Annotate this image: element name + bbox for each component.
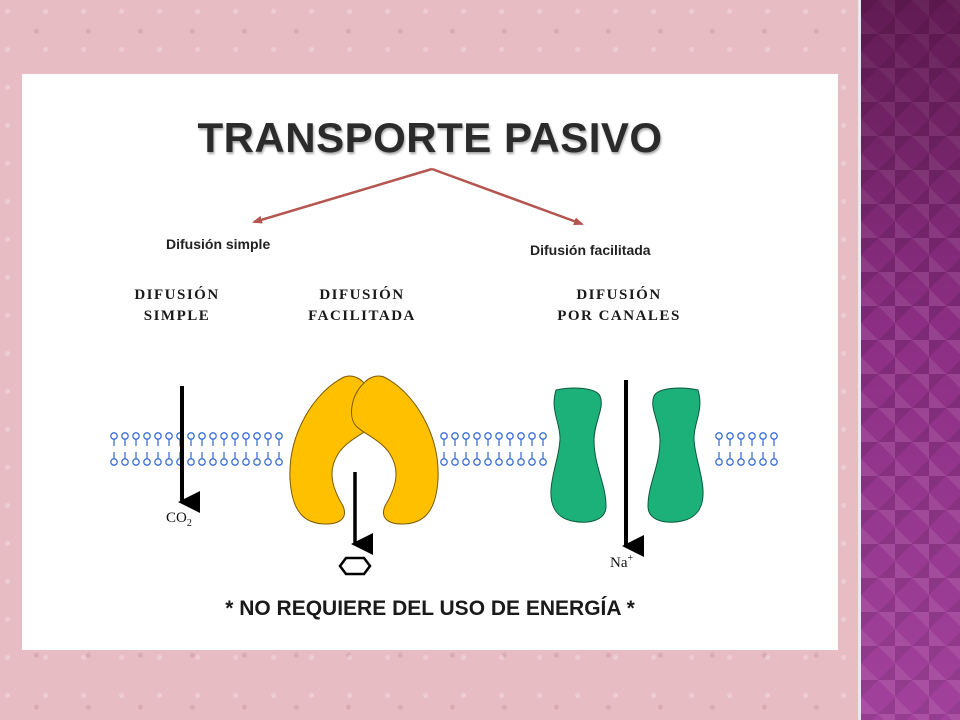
phospholipid	[154, 432, 162, 466]
phospholipid	[264, 432, 272, 466]
phospholipid	[110, 432, 118, 466]
phospholipid	[462, 432, 470, 466]
phospholipid	[528, 432, 536, 466]
channel-protein	[550, 387, 704, 523]
phospholipid	[440, 432, 448, 466]
branch-label-facilitated: Difusión facilitada	[530, 242, 651, 258]
phospholipid	[132, 432, 140, 466]
caption-simple-diffusion: DIFUSIÓN SIMPLE	[134, 287, 220, 324]
phospholipid	[121, 432, 129, 466]
energy-note: * NO REQUIERE DEL USO DE ENERGÍA *	[225, 597, 635, 620]
phospholipid	[143, 432, 151, 466]
hexagon-molecule-icon	[338, 556, 372, 576]
phospholipid	[198, 432, 206, 466]
carrier-protein	[289, 375, 439, 525]
phospholipid	[165, 432, 173, 466]
phospholipid	[484, 432, 492, 466]
slide-title: TRANSPORTE PASIVO	[197, 114, 663, 161]
phospholipid	[770, 432, 778, 466]
phospholipid	[726, 432, 734, 466]
phospholipid	[495, 432, 503, 466]
phospholipid	[473, 432, 481, 466]
branch-arrow-left	[252, 167, 433, 224]
decorative-side-panel	[858, 0, 960, 720]
phospholipid	[539, 432, 547, 466]
phospholipid	[231, 432, 239, 466]
phospholipid	[748, 432, 756, 466]
phospholipid	[759, 432, 767, 466]
phospholipid	[187, 432, 195, 466]
slide-content: TRANSPORTE PASIVO Difusión simple Difusi…	[22, 74, 838, 650]
phospholipid	[737, 432, 745, 466]
branch-arrow-right	[431, 167, 584, 226]
phospholipid	[275, 432, 283, 466]
phospholipid	[209, 432, 217, 466]
sodium-ion-label: Na+	[610, 553, 634, 571]
phospholipid	[451, 432, 459, 466]
phospholipid	[220, 432, 228, 466]
caption-channel-diffusion: DIFUSIÓN POR CANALES	[557, 287, 681, 324]
phospholipid	[715, 432, 723, 466]
phospholipid	[242, 432, 250, 466]
phospholipid	[253, 432, 261, 466]
co2-label: CO2	[166, 510, 192, 529]
branch-label-simple: Difusión simple	[166, 236, 271, 252]
phospholipid	[517, 432, 525, 466]
caption-facilitated-diffusion: DIFUSIÓN FACILITADA	[308, 287, 416, 324]
diagram-canvas	[110, 167, 778, 576]
phospholipid	[506, 432, 514, 466]
